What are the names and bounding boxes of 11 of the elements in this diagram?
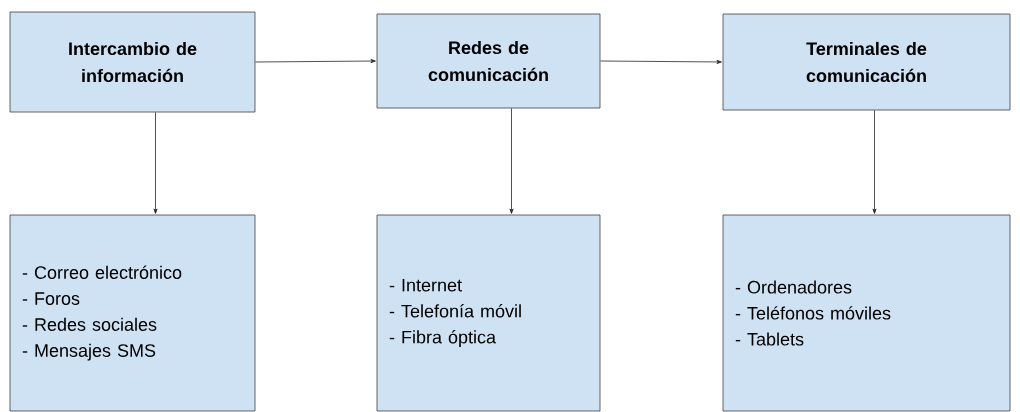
list-box: - Internet - Telefonía móvil - Fibra óptica <box>376 214 601 412</box>
heading-box: Redes de comunicación <box>376 13 601 109</box>
list-box: - Ordenadores - Teléfonos móviles - Tablets <box>722 214 1011 412</box>
arrow <box>509 108 514 214</box>
list-box: - Correo electrónico - Foros - Redes sociales - Mensajes SMS <box>9 214 256 412</box>
heading-box: Intercambio de información <box>9 11 256 113</box>
arrow <box>255 59 376 64</box>
arrow <box>872 110 877 214</box>
heading-box: Terminales de comunicación <box>722 13 1011 111</box>
arrow <box>600 59 722 64</box>
arrow <box>153 112 158 214</box>
